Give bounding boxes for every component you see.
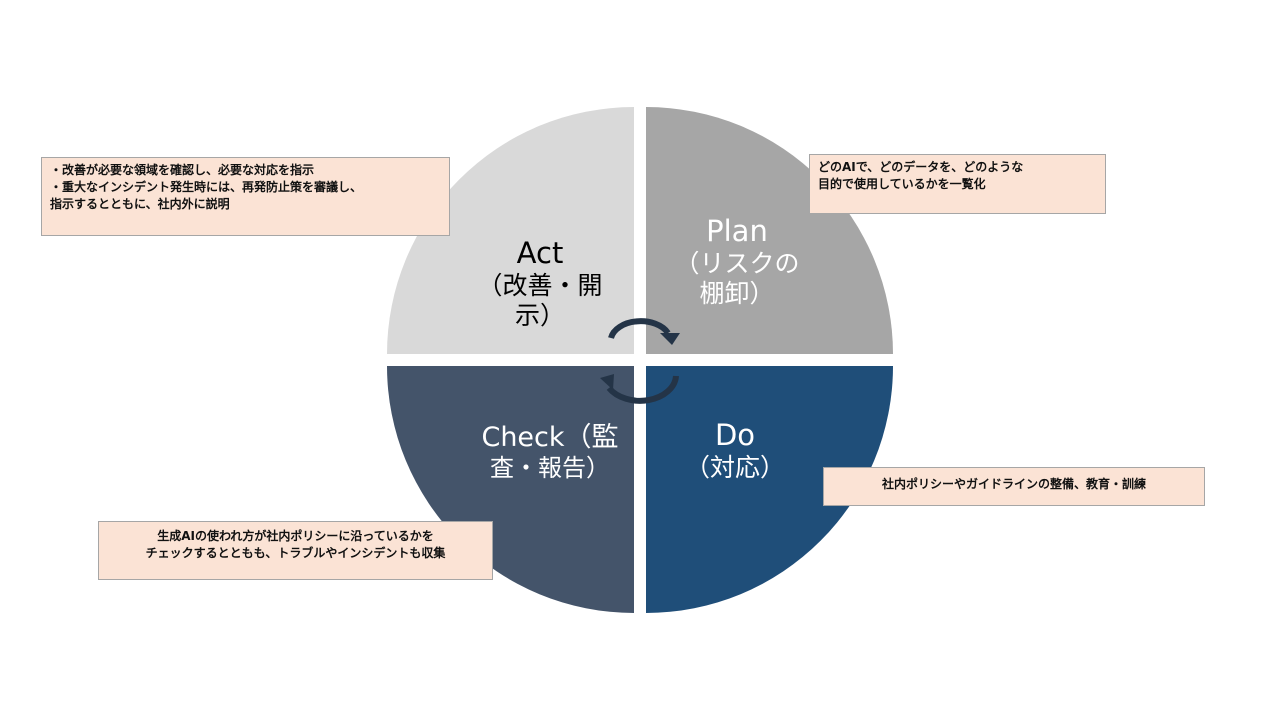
check-quadrant bbox=[387, 366, 634, 613]
plan-title: Plan bbox=[706, 214, 768, 248]
check-title-line1: Check（監 bbox=[481, 422, 619, 453]
act-note-line3: 指示するとともに、社内外に説明 bbox=[50, 196, 230, 211]
do-subtitle: （対応） bbox=[684, 452, 785, 482]
act-label: Act （改善・開示） bbox=[460, 236, 620, 331]
plan-note-line1: どのAIで、どのデータを、どのような bbox=[818, 160, 1024, 174]
check-title-line2: 査・報告） bbox=[490, 454, 610, 483]
act-note-line1: ・改善が必要な領域を確認し、必要な対応を指示 bbox=[50, 163, 315, 177]
act-note: ・改善が必要な領域を確認し、必要な対応を指示 ・重大なインシデント発生時には、再… bbox=[41, 157, 450, 236]
do-note: 社内ポリシーやガイドラインの整備、教育・訓練 bbox=[823, 467, 1205, 506]
plan-quadrant bbox=[646, 107, 893, 354]
plan-subtitle-line2: 棚卸） bbox=[699, 278, 775, 308]
plan-label: Plan （リスクの 棚卸） bbox=[662, 214, 812, 309]
plan-note-line2: 目的で使用しているかを一覧化 bbox=[818, 176, 986, 191]
do-label: Do （対応） bbox=[660, 418, 810, 483]
do-note-line1: 社内ポリシーやガイドラインの整備、教育・訓練 bbox=[881, 477, 1146, 491]
cycle-arrow-bottom bbox=[606, 375, 679, 404]
check-label: Check（監 査・報告） bbox=[470, 422, 630, 483]
do-title: Do bbox=[714, 418, 756, 452]
do-quadrant bbox=[646, 366, 893, 613]
check-note-line2: チェックするとともも、トラブルやインシデントも収集 bbox=[145, 545, 446, 560]
act-quadrant bbox=[387, 107, 634, 354]
cycle-arrow-top bbox=[608, 318, 671, 339]
cycle-arrowhead-bottom bbox=[600, 374, 614, 390]
act-note-line2: ・重大なインシデント発生時には、再発防止策を審議し、 bbox=[50, 179, 363, 194]
act-title: Act bbox=[516, 236, 564, 270]
act-subtitle: （改善・開示） bbox=[477, 270, 603, 330]
plan-note: どのAIで、どのデータを、どのような 目的で使用しているかを一覧化 bbox=[809, 154, 1106, 214]
cycle-arrows-icon bbox=[600, 318, 680, 404]
cycle-arrowhead-top bbox=[660, 333, 680, 345]
check-note-line1: 生成AIの使われ方が社内ポリシーに沿っているかを bbox=[157, 529, 434, 543]
check-note: 生成AIの使われ方が社内ポリシーに沿っているかを チェックするとともも、トラブル… bbox=[98, 521, 493, 580]
plan-subtitle-line1: （リスクの bbox=[674, 248, 800, 278]
